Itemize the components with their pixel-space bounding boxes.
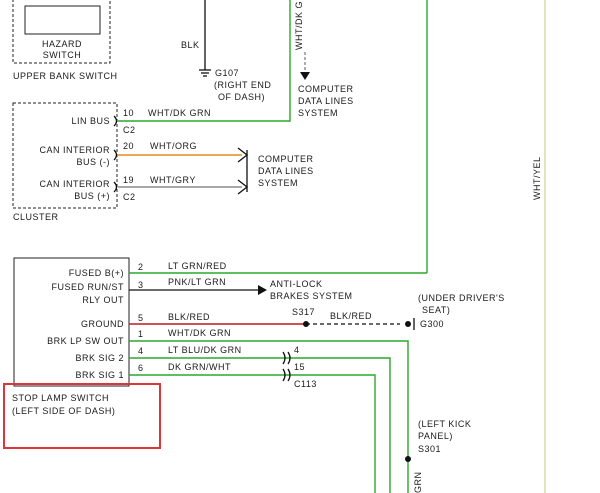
bottom-wire-fragment: GRN — [413, 472, 423, 493]
upper-bank-switch: HAZARD SWITCH UPPER BANK SWITCH — [12, 0, 118, 81]
ground-g107: BLK G107 (RIGHT END OF DASH) — [181, 0, 271, 102]
stop-lamp-name-1: STOP LAMP SWITCH — [12, 393, 109, 403]
mid-datalines-2: DATA LINES — [258, 166, 314, 176]
abs-label-1: ANTI-LOCK — [270, 279, 323, 289]
stop-lamp-name-2: (LEFT SIDE OF DASH) — [12, 406, 115, 416]
brk-lp-sw-wire — [129, 340, 409, 493]
stop-lamp-module-box — [13, 257, 130, 387]
can-minus-pin: 20 — [123, 141, 134, 151]
row-ground-label: GROUND — [81, 319, 124, 329]
wire-blk-red: BLK/RED — [168, 312, 210, 322]
can-minus-label-2: BUS (-) — [77, 157, 111, 167]
g300-dot — [405, 321, 411, 327]
top-datalines-2: DATA LINES — [298, 96, 354, 106]
s301-location-1: (LEFT KICK — [418, 419, 471, 429]
top-datalines-arrow — [300, 72, 310, 80]
computer-datalines-mid: COMPUTER DATA LINES SYSTEM — [258, 154, 314, 188]
upper-bank-switch-outline — [12, 0, 111, 64]
c2-top: C2 — [123, 125, 136, 135]
hazard-switch-label-2: SWITCH — [43, 50, 82, 60]
row-fused-run-label: FUSED RUN/ST — [51, 282, 124, 292]
hazard-switch-label-1: HAZARD — [42, 39, 82, 49]
g107-wire-color: BLK — [181, 40, 200, 50]
g107-location-1: (RIGHT END — [214, 80, 271, 90]
highlight-box — [3, 383, 161, 449]
s301-location-2: PANEL) — [418, 431, 453, 441]
cluster-label: CLUSTER — [13, 212, 59, 222]
c113-pin4-left — [282, 351, 286, 365]
wire-pnk-lt-grn: PNK/LT GRN — [168, 277, 226, 287]
s301-id: S301 — [418, 444, 441, 454]
connector-c113: 4 15 C113 — [282, 345, 317, 389]
c113-pin-15: 15 — [294, 362, 305, 372]
mid-datalines-1: COMPUTER — [258, 154, 314, 164]
abs-label-2: BRAKES SYSTEM — [270, 291, 353, 301]
c113-id: C113 — [294, 379, 317, 389]
s317-id: S317 — [292, 307, 315, 317]
brk-sig2-wire — [129, 357, 391, 493]
g300-location-1: (UNDER DRIVER'S — [418, 293, 505, 303]
pin-4: 4 — [138, 346, 144, 356]
lin-bus-wire — [118, 0, 291, 122]
g107-location-2: OF DASH) — [218, 92, 265, 102]
row-brk-sig2-label: BRK SIG 2 — [75, 353, 124, 363]
stop-lamp-module: FUSED B(+) FUSED RUN/ST RLY OUT GROUND B… — [13, 257, 242, 387]
upper-bank-switch-label: UPPER BANK SWITCH — [13, 71, 118, 81]
g300-location-2: SEAT) — [422, 305, 450, 315]
wire-dk-grn-wht: DK GRN/WHT — [168, 362, 231, 372]
abs-arrow — [258, 285, 267, 295]
computer-datalines-top: WHT/DK G COMPUTER DATA LINES SYSTEM — [294, 1, 354, 118]
c113-pin15-right — [287, 368, 291, 382]
can-plus-label-1: CAN INTERIOR — [39, 179, 110, 189]
splice-s301 — [405, 456, 411, 462]
pin-6: 6 — [138, 363, 144, 373]
lin-connector-symbol — [113, 115, 118, 127]
row-fused-b-label: FUSED B(+) — [69, 268, 124, 278]
can-plus-wire-color: WHT/GRY — [150, 175, 196, 185]
wire-lt-grn-red: LT GRN/RED — [168, 261, 227, 271]
c113-pin4-right — [287, 351, 291, 365]
brk-sig1-wire — [129, 374, 376, 493]
wht-yel-label: WHT/YEL — [532, 156, 542, 200]
c2-bottom: C2 — [123, 192, 136, 202]
pin-1: 1 — [138, 329, 144, 339]
pin-5: 5 — [138, 313, 144, 323]
c113-pin-4: 4 — [294, 345, 300, 355]
g107-id: G107 — [215, 68, 239, 78]
can-minus-wire-color: WHT/ORG — [150, 141, 197, 151]
row-brk-lp-label: BRK LP SW OUT — [47, 336, 124, 346]
lin-bus-wire-color: WHT/DK GRN — [148, 108, 211, 118]
wire-lt-blu-dk-grn: LT BLU/DK GRN — [168, 345, 242, 355]
row-rly-out-label: RLY OUT — [82, 295, 124, 305]
pin-3: 3 — [138, 280, 144, 290]
hazard-switch-box — [24, 5, 101, 35]
mid-datalines-3: SYSTEM — [258, 178, 298, 188]
wire-wht-dk-grn: WHT/DK GRN — [168, 328, 231, 338]
can-plus-connector — [113, 181, 118, 193]
top-datalines-3: SYSTEM — [298, 108, 338, 118]
cluster: LIN BUS 10 WHT/DK GRN C2 CAN INTERIOR BU… — [12, 102, 211, 222]
lin-bus-pin: 10 — [123, 108, 134, 118]
row-brk-sig1-label: BRK SIG 1 — [75, 370, 124, 380]
top-datalines-1: COMPUTER — [298, 84, 354, 94]
can-minus-connector — [113, 149, 118, 161]
c113-pin15-left — [282, 368, 286, 382]
can-plus-label-2: BUS (+) — [74, 191, 110, 201]
s317-wire-color: BLK/RED — [330, 311, 372, 321]
can-plus-pin: 19 — [123, 175, 134, 185]
can-minus-label-1: CAN INTERIOR — [39, 145, 110, 155]
g300-id: G300 — [420, 319, 444, 329]
pin-2: 2 — [138, 262, 144, 272]
top-vertical-wire-label: WHT/DK G — [294, 1, 304, 50]
lin-bus-label: LIN BUS — [71, 116, 110, 126]
